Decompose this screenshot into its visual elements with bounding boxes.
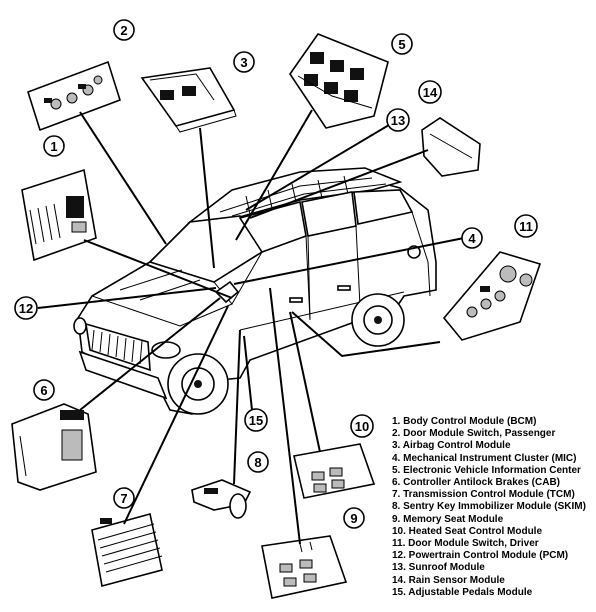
leader-5 xyxy=(235,109,313,241)
callout-3: 3 xyxy=(233,51,255,73)
callout-10: 10 xyxy=(350,414,374,438)
tcm-module-illustration xyxy=(91,513,163,587)
legend-item-2: 2. Door Module Switch, Passenger xyxy=(392,428,556,440)
leader-lines xyxy=(37,109,465,545)
callout-12-label: 12 xyxy=(19,301,33,316)
callout-5-label: 5 xyxy=(398,37,405,52)
leader-15 xyxy=(243,335,253,411)
door-module-switch-driver-illustration xyxy=(442,251,542,341)
legend-item-9: 9. Memory Seat Module xyxy=(392,513,504,525)
legend-item-14: 14. Rain Sensor Module xyxy=(392,574,505,586)
leader-8 xyxy=(233,329,241,485)
heated-seat-module-illustration xyxy=(293,443,376,499)
callout-13-label: 13 xyxy=(391,113,405,128)
legend-item-6: 6. Controller Antilock Brakes (CAB) xyxy=(392,477,560,489)
skim-module-illustration xyxy=(191,479,252,519)
callout-11: 11 xyxy=(514,214,538,238)
door-module-switch-passenger-illustration xyxy=(27,60,121,132)
rain-sensor-module-illustration xyxy=(421,117,481,177)
legend-item-8: 8. Sentry Key Immobilizer Module (SKIM) xyxy=(392,501,586,513)
legend-item-11: 11. Door Module Switch, Driver xyxy=(392,538,539,550)
leader-12 xyxy=(37,287,217,309)
callout-9-label: 9 xyxy=(350,511,357,526)
leader-4 xyxy=(233,237,465,285)
leader-14 xyxy=(249,149,429,219)
leader-10 xyxy=(289,311,321,453)
callout-1-label: 1 xyxy=(50,139,57,154)
legend-item-5: 5. Electronic Vehicle Information Center xyxy=(392,464,581,476)
callout-8-label: 8 xyxy=(254,455,261,470)
legend-item-1: 1. Body Control Module (BCM) xyxy=(392,416,537,427)
legend-item-3: 3. Airbag Control Module xyxy=(392,440,511,452)
callout-10-label: 10 xyxy=(355,419,369,434)
callout-4: 4 xyxy=(461,227,483,249)
legend-item-7: 7. Transmission Control Module (TCM) xyxy=(392,489,575,501)
callout-9: 9 xyxy=(343,507,365,529)
callout-7-label: 7 xyxy=(120,491,127,506)
callout-2-label: 2 xyxy=(120,23,127,38)
cab-module-illustration xyxy=(11,403,97,491)
callout-3-label: 3 xyxy=(240,55,247,70)
callout-6-label: 6 xyxy=(40,383,47,398)
legend-item-10: 10. Heated Seat Control Module xyxy=(392,525,543,537)
callout-4-label: 4 xyxy=(468,231,476,246)
callout-15: 15 xyxy=(244,408,268,432)
legend-item-4: 4. Mechanical Instrument Cluster (MIC) xyxy=(392,452,577,464)
callout-7: 7 xyxy=(113,487,135,509)
body-control-module-illustration xyxy=(21,168,97,262)
legend-item-12: 12. Powertrain Control Module (PCM) xyxy=(392,550,569,562)
evic-module-illustration xyxy=(289,33,389,129)
callout-14-label: 14 xyxy=(423,85,438,100)
module-legend: 1. Body Control Module (BCM) 2. Door Mod… xyxy=(392,416,592,599)
callout-13: 13 xyxy=(386,108,410,132)
callout-5: 5 xyxy=(391,33,413,55)
leader-7 xyxy=(123,305,229,525)
leader-2 xyxy=(79,111,167,245)
leader-6 xyxy=(79,297,221,411)
callout-15-label: 15 xyxy=(249,413,263,428)
callout-2: 2 xyxy=(113,19,135,41)
callout-6: 6 xyxy=(33,379,55,401)
callout-12: 12 xyxy=(14,296,38,320)
callout-14: 14 xyxy=(418,80,442,104)
callout-1: 1 xyxy=(43,135,65,157)
legend-item-15: 15. Adjustable Pedals Module xyxy=(392,586,533,598)
leader-13 xyxy=(245,121,395,211)
leader-9 xyxy=(269,287,301,545)
callout-8: 8 xyxy=(247,451,269,473)
leader-3 xyxy=(199,127,215,269)
memory-seat-module-illustration xyxy=(261,535,348,599)
airbag-control-module-illustration xyxy=(140,67,237,133)
legend-item-13: 13. Sunroof Module xyxy=(392,562,485,574)
callout-11-label: 11 xyxy=(519,219,533,234)
leader-11 xyxy=(291,311,441,358)
